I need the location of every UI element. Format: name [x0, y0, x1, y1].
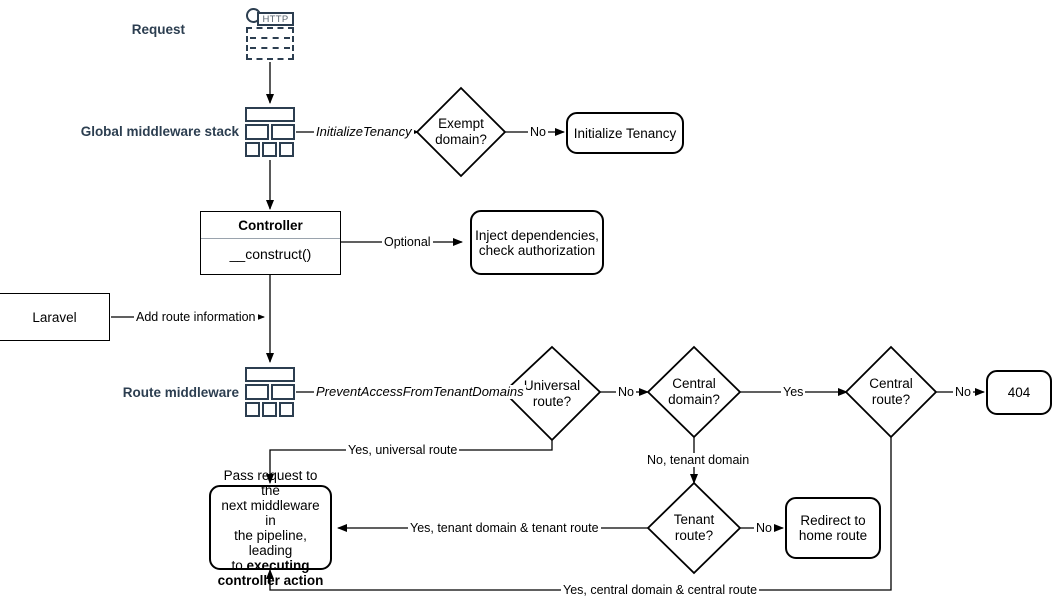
- decision-central-domain-label: Central domain?: [668, 376, 720, 407]
- node-inject-dependencies-label: Inject dependencies, check authorization: [475, 227, 599, 258]
- decision-central-route: [844, 345, 938, 439]
- http-rows-icon: [246, 27, 294, 60]
- label-route-middleware: Route middleware: [122, 385, 239, 400]
- edge-label-yes-central-domain-central-route: Yes, central domain & central route: [561, 583, 760, 597]
- node-laravel-label: Laravel: [32, 309, 77, 325]
- node-redirect-home-route-label: Redirect to home route: [798, 513, 868, 543]
- pass-request-line-4: to executing: [215, 558, 326, 573]
- edge-label-add-route-information: Add route information: [134, 310, 258, 324]
- edge-label-exempt-no: No: [528, 125, 548, 139]
- decision-exempt-domain: [415, 86, 507, 178]
- route-middleware-stack-icon: [245, 367, 295, 417]
- node-initialize-tenancy-label: Initialize Tenancy: [573, 125, 677, 141]
- edge-label-no-tenant-domain: No, tenant domain: [645, 453, 752, 467]
- node-404[interactable]: 404: [986, 370, 1052, 415]
- edge-label-universal-no: No: [616, 385, 636, 399]
- http-tag-label: HTTP: [257, 12, 294, 26]
- decision-central-domain: [646, 345, 742, 439]
- edge-label-central-route-no: No: [953, 385, 973, 399]
- node-pass-request[interactable]: Pass request to the next middleware in t…: [209, 468, 332, 588]
- node-controller-method: __construct(): [229, 246, 312, 262]
- decision-tenant-route: [646, 481, 742, 575]
- edge-label-tenant-route-no: No: [754, 521, 774, 535]
- node-redirect-home-route[interactable]: Redirect to home route: [785, 497, 881, 559]
- decision-tenant-route-label: Tenant route?: [673, 512, 715, 543]
- node-controller[interactable]: Controller __construct(): [200, 211, 341, 275]
- edge-label-yes-tenant-domain-tenant-route: Yes, tenant domain & tenant route: [408, 521, 601, 535]
- node-inject-dependencies[interactable]: Inject dependencies, check authorization: [470, 210, 604, 275]
- pass-request-line-5: controller action: [217, 572, 324, 588]
- global-middleware-stack-icon: [245, 107, 295, 157]
- node-404-label: 404: [1007, 385, 1031, 400]
- edge-label-optional: Optional: [382, 235, 433, 249]
- http-request-icon: HTTP: [246, 8, 294, 60]
- node-initialize-tenancy[interactable]: Initialize Tenancy: [566, 112, 684, 154]
- pass-request-line-2: next middleware in: [221, 497, 320, 528]
- edge-label-yes-universal-route: Yes, universal route: [346, 443, 460, 457]
- pass-request-line-1: Pass request to the: [223, 467, 318, 498]
- decision-exempt-domain-label: Exempt domain?: [435, 116, 487, 147]
- label-request: Request: [131, 22, 185, 37]
- pass-request-line-4-plain: to: [231, 557, 247, 573]
- edge-label-initialize-tenancy: InitializeTenancy: [314, 124, 414, 139]
- node-laravel[interactable]: Laravel: [0, 293, 110, 341]
- pass-request-line-3: the pipeline, leading: [234, 527, 307, 558]
- edge-label-central-domain-yes: Yes: [781, 385, 806, 399]
- edge-label-prevent-access: PreventAccessFromTenantDomains: [314, 384, 526, 399]
- decision-central-route-label: Central route?: [869, 376, 913, 407]
- pass-request-line-4-bold: executing: [246, 557, 310, 573]
- label-global-middleware-stack: Global middleware stack: [80, 124, 239, 139]
- node-controller-title: Controller: [201, 212, 340, 239]
